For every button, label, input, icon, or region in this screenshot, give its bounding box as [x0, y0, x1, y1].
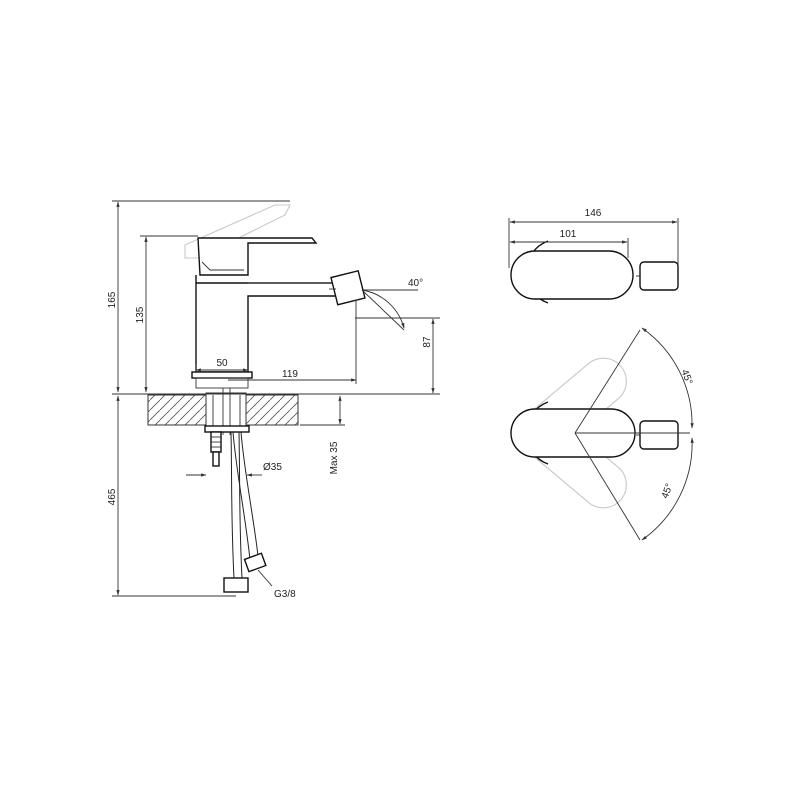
handle	[197, 237, 318, 276]
side-dimension-lines	[112, 200, 440, 597]
dim-87: 87	[422, 336, 433, 348]
aerator-lower	[639, 420, 679, 450]
ghost-handle-raised	[184, 204, 291, 259]
dim-angle-45-top: 45°	[679, 368, 695, 386]
dim-g38: G3/8	[274, 589, 296, 600]
dim-146: 146	[585, 208, 602, 219]
lever-oval-upper	[510, 250, 634, 300]
dim-max-35: Max 35	[329, 441, 340, 474]
dim-119: 119	[282, 369, 298, 380]
dim-angle-40: 40°	[408, 278, 423, 289]
dim-101: 101	[560, 229, 577, 240]
dim-angle-45-bottom: 45°	[660, 482, 676, 500]
top-view-upper: 146 101	[508, 208, 679, 304]
flex-hoses	[223, 431, 267, 593]
handle-detail	[201, 261, 244, 271]
aerator-upper	[639, 261, 679, 291]
base-ring	[195, 377, 249, 389]
mount-nut	[204, 425, 250, 433]
dim-50: 50	[216, 358, 228, 369]
top-view-lower: 45° 45°	[510, 327, 695, 541]
dim-165: 165	[107, 291, 118, 308]
dim-465: 465	[107, 488, 118, 505]
base-plate	[191, 371, 253, 379]
dim-diameter-35: Ø35	[263, 462, 282, 473]
side-view: 165 135 465 87 50 119 40° Max 35 Ø35 G3/…	[107, 200, 440, 600]
dim-135: 135	[135, 306, 146, 323]
aerator	[330, 269, 366, 306]
